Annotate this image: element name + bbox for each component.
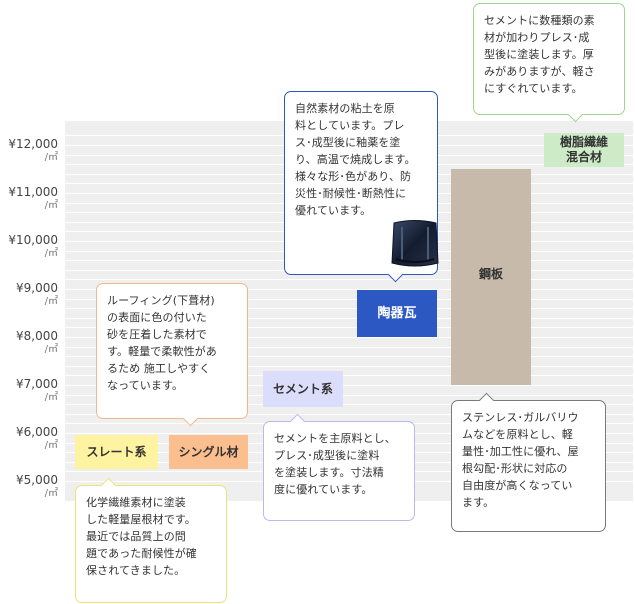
y-tick-label: ¥11,000/㎡ [0,185,58,213]
bar-slate [75,435,158,469]
y-tick-price: ¥11,000 [8,185,58,199]
gridline [65,375,633,376]
y-tick-unit: /㎡ [44,200,58,211]
gridline [65,318,633,319]
y-tick-unit: /㎡ [44,344,58,355]
y-tick-unit: /㎡ [44,488,58,499]
y-tick-price: ¥8,000 [16,329,58,343]
callout-slate: 化学繊維素材に塗装 した軽量屋根材です。 最近では品質上の問 題であった耐候性が… [75,485,227,603]
y-tick-label: ¥6,000/㎡ [0,425,58,453]
y-tick-label: ¥12,000/㎡ [0,137,58,165]
gridline [65,299,633,300]
y-tick-label: ¥7,000/㎡ [0,377,58,405]
bar-label-resin: 樹脂繊維 混合材 [559,135,608,164]
gridline [65,414,633,415]
y-tick-price: ¥7,000 [16,377,58,391]
callout-shingle: ルーフィング(下葺材) の表面に色の付いた 砂を圧着した素材で す。軽量で柔軟性… [96,283,248,419]
callout-steel: ステンレス･ガルバリウ ムなどを原料とし、軽 量性･加工性に優れ、屋 根勾配･形… [451,400,606,532]
y-tick-unit: /㎡ [44,248,58,259]
y-tick-label: ¥10,000/㎡ [0,233,58,261]
bar-label-shingle: シングル材 [178,444,239,459]
y-tick-label: ¥9,000/㎡ [0,281,58,309]
bar-ceramic [357,290,437,337]
y-tick-price: ¥12,000 [8,137,58,151]
gridline [65,404,633,405]
gridline [65,337,633,338]
callout-cement: セメントを主原料とし、 プレス･成型後に塗料 を塗装します。寸法精 度に優れてい… [263,421,415,521]
y-tick-price: ¥6,000 [16,425,58,439]
gridline [65,347,633,348]
bar-resin [544,133,624,167]
bar-steel [451,169,531,385]
y-tick-unit: /㎡ [44,440,58,451]
bar-label-ceramic: 陶器瓦 [377,306,417,321]
bar-label-slate: スレート系 [86,444,147,459]
y-tick-label: ¥8,000/㎡ [0,329,58,357]
bar-label-cement: セメント系 [273,381,333,396]
gridline [65,385,633,386]
y-tick-price: ¥5,000 [16,473,58,487]
gridline [65,308,633,309]
gridline [65,327,633,328]
y-tick-unit: /㎡ [44,296,58,307]
ceramic-tile-image [391,220,439,267]
gridline [65,356,633,357]
bar-shingle [169,435,248,469]
y-tick-label: ¥5,000/㎡ [0,473,58,501]
bar-label-steel: 鋼板 [478,266,503,281]
gridline [65,366,633,367]
y-tick-price: ¥9,000 [16,281,58,295]
bar-cement [263,371,343,407]
y-tick-unit: /㎡ [44,152,58,163]
y-tick-price: ¥10,000 [8,233,58,247]
gridline [65,279,633,280]
gridline [65,289,633,290]
gridline [65,395,633,396]
callout-resin: セメントに数種類の素 材が加わりプレス･成 型後に塗装します。厚 みがありますが… [473,3,625,115]
y-tick-unit: /㎡ [44,392,58,403]
